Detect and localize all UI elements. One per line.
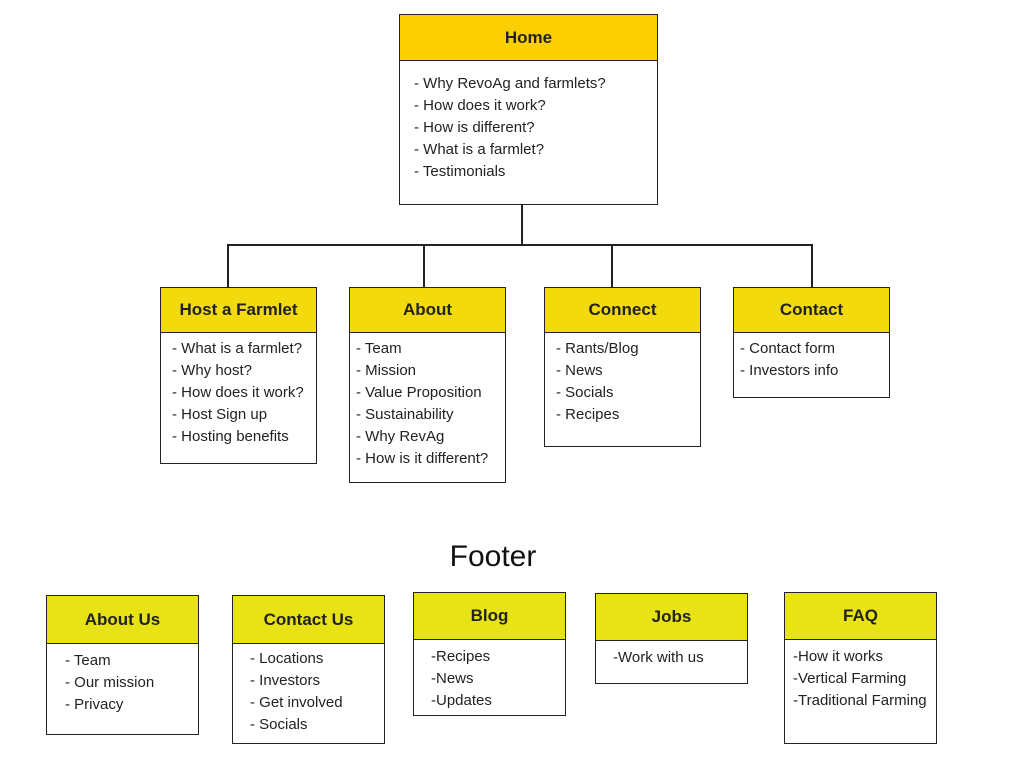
footer-about-us-items: - Team - Our mission - Privacy	[47, 644, 198, 716]
connector-host	[227, 244, 229, 287]
contact-header: Contact	[734, 288, 889, 333]
list-item: - Socials	[556, 384, 614, 401]
list-item: -Vertical Farming	[793, 670, 907, 687]
list-item: - Why RevoAg and farmlets?	[414, 75, 606, 92]
home-items: - Why RevoAg and farmlets? - How does it…	[400, 61, 657, 183]
footer-jobs-header: Jobs	[596, 594, 747, 641]
list-item: -Work with us	[613, 649, 704, 666]
list-item: - News	[556, 362, 603, 379]
home-header: Home	[400, 15, 657, 61]
list-item: - What is a farmlet?	[414, 141, 545, 158]
host-farmlet-header: Host a Farmlet	[161, 288, 316, 333]
list-item: - Rants/Blog	[556, 340, 639, 357]
host-farmlet-box: Host a Farmlet - What is a farmlet? - Wh…	[160, 287, 317, 464]
about-box: About - Team - Mission - Value Propositi…	[349, 287, 506, 483]
connector-home-down	[521, 204, 523, 245]
list-item: - How is it different?	[356, 450, 489, 467]
contact-items: - Contact form - Investors info	[734, 333, 889, 382]
list-item: - Our mission	[65, 674, 155, 691]
footer-blog-header: Blog	[414, 593, 565, 640]
connector-connect	[611, 244, 613, 287]
list-item: - Investors	[250, 672, 321, 689]
list-item: - What is a farmlet?	[172, 340, 303, 357]
list-item: - How is different?	[414, 119, 535, 136]
list-item: -Updates	[431, 692, 492, 709]
list-item: -Traditional Farming	[793, 692, 927, 709]
connector-about	[423, 244, 425, 287]
list-item: -News	[431, 670, 474, 687]
footer-faq-box: FAQ -How it works -Vertical Farming -Tra…	[784, 592, 937, 744]
list-item: - Value Proposition	[356, 384, 482, 401]
connector-horizontal	[227, 244, 813, 246]
list-item: - How does it work?	[414, 97, 546, 114]
footer-contact-us-box: Contact Us - Locations - Investors - Get…	[232, 595, 385, 744]
footer-about-us-box: About Us - Team - Our mission - Privacy	[46, 595, 199, 735]
list-item: - Contact form	[740, 340, 836, 357]
footer-jobs-box: Jobs -Work with us	[595, 593, 748, 684]
list-item: - Host Sign up	[172, 406, 268, 423]
about-items: - Team - Mission - Value Proposition - S…	[350, 333, 505, 470]
footer-blog-box: Blog -Recipes -News -Updates	[413, 592, 566, 716]
list-item: - Why host?	[172, 362, 253, 379]
connector-contact	[811, 244, 813, 287]
host-farmlet-items: - What is a farmlet? - Why host? - How d…	[161, 333, 316, 448]
list-item: - Recipes	[556, 406, 620, 423]
list-item: -How it works	[793, 648, 884, 665]
list-item: - Privacy	[65, 696, 124, 713]
list-item: - Get involved	[250, 694, 343, 711]
about-header: About	[350, 288, 505, 333]
footer-about-us-header: About Us	[47, 596, 198, 644]
home-box: Home - Why RevoAg and farmlets? - How do…	[399, 14, 658, 205]
list-item: -Recipes	[431, 648, 491, 665]
list-item: - Testimonials	[414, 163, 506, 180]
list-item: - Team	[356, 340, 402, 357]
list-item: - Sustainability	[356, 406, 454, 423]
list-item: - Hosting benefits	[172, 428, 289, 445]
list-item: - Why RevAg	[356, 428, 445, 445]
footer-contact-us-items: - Locations - Investors - Get involved -…	[233, 644, 384, 736]
footer-faq-header: FAQ	[785, 593, 936, 640]
footer-blog-items: -Recipes -News -Updates	[414, 640, 565, 712]
footer-title: Footer	[449, 540, 537, 573]
footer-jobs-items: -Work with us	[596, 641, 747, 669]
list-item: - Team	[65, 652, 111, 669]
connect-header: Connect	[545, 288, 700, 333]
connect-items: - Rants/Blog - News - Socials - Recipes	[545, 333, 700, 426]
footer-contact-us-header: Contact Us	[233, 596, 384, 644]
list-item: - Mission	[356, 362, 417, 379]
contact-box: Contact - Contact form - Investors info	[733, 287, 890, 398]
list-item: - Locations	[250, 650, 324, 667]
connect-box: Connect - Rants/Blog - News - Socials - …	[544, 287, 701, 447]
list-item: - How does it work?	[172, 384, 304, 401]
list-item: - Investors info	[740, 362, 839, 379]
footer-faq-items: -How it works -Vertical Farming -Traditi…	[785, 640, 936, 712]
list-item: - Socials	[250, 716, 308, 733]
